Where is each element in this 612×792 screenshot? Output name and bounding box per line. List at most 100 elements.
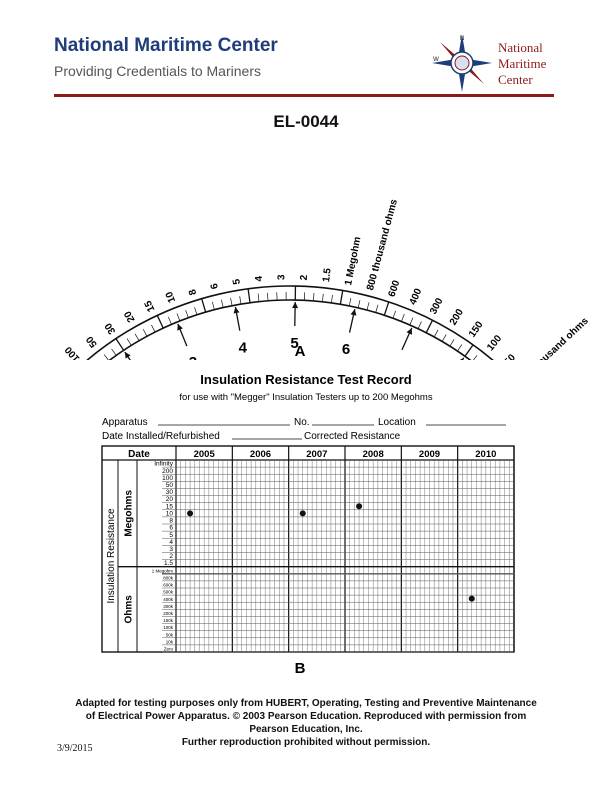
meter-arrowhead bbox=[177, 323, 183, 331]
meter-label: 150 bbox=[467, 319, 486, 339]
scale-row-label: 20 bbox=[166, 496, 174, 503]
scale-row-label: 800k bbox=[163, 575, 174, 580]
field-apparatus: Apparatus bbox=[102, 417, 148, 428]
meter-label: 6 bbox=[209, 282, 221, 290]
scale-row-label: Infinity bbox=[154, 461, 174, 468]
meter-label: 3 bbox=[276, 274, 287, 280]
year-header: 2008 bbox=[363, 449, 384, 460]
meter-tick bbox=[221, 299, 224, 308]
logo-text: National Maritime Center bbox=[498, 40, 546, 88]
meter-tick bbox=[348, 298, 352, 306]
meter-tick bbox=[457, 344, 463, 352]
scale-row-label: Zero bbox=[164, 647, 174, 652]
scale-row-label: 400k bbox=[163, 597, 174, 602]
header-title: National Maritime Center bbox=[54, 35, 278, 56]
scale-row-label: 300k bbox=[163, 604, 174, 609]
meter-tick bbox=[401, 313, 405, 322]
meter-tick bbox=[194, 307, 198, 315]
meter-arrowhead bbox=[350, 309, 357, 316]
scale-row-label: 4 bbox=[169, 539, 173, 546]
date-stamp: 3/9/2015 bbox=[57, 743, 93, 754]
meter-tick bbox=[201, 298, 207, 313]
meter-tick bbox=[168, 316, 172, 325]
svg-text:W: W bbox=[433, 57, 439, 63]
year-header: 2006 bbox=[250, 449, 271, 460]
meter-label: 600 bbox=[387, 279, 403, 299]
compass-rose-seal-icon: N W bbox=[432, 34, 492, 92]
scale-row-label: 6 bbox=[169, 525, 173, 532]
scale-row-label: 5 bbox=[169, 532, 173, 539]
meter-tick bbox=[239, 296, 242, 305]
logo-line-2: Maritime bbox=[498, 56, 547, 71]
footer-attribution: Adapted for testing purposes only from H… bbox=[40, 697, 572, 749]
unit-megohms: Megohms bbox=[124, 490, 135, 537]
meter-label: 200 bbox=[46, 359, 66, 360]
record-subtitle: for use with "Megger" Insulation Testers… bbox=[179, 392, 432, 403]
footer-line-2: of Electrical Power Apparatus. © 2003 Pe… bbox=[85, 711, 527, 722]
meter-arrowhead bbox=[292, 302, 299, 309]
scale-row-label: 2 bbox=[169, 553, 173, 560]
meter-tick bbox=[409, 317, 414, 326]
logo-line-3: Center bbox=[498, 72, 533, 87]
meter-tick bbox=[176, 313, 181, 322]
scale-row-label: 15 bbox=[166, 503, 174, 510]
panel-label-b: B bbox=[295, 660, 306, 677]
scale-row-label: 100k bbox=[163, 625, 174, 630]
meter-label: 15 bbox=[143, 298, 158, 313]
meter-tick bbox=[230, 297, 233, 306]
meter-tick bbox=[111, 348, 117, 356]
meter-tick bbox=[156, 315, 164, 329]
meter-tick bbox=[267, 292, 269, 301]
meter-label: 10 thousand ohms bbox=[519, 315, 591, 360]
meter-tick bbox=[313, 292, 315, 301]
meter-tick bbox=[212, 301, 215, 310]
meter-label: 20 bbox=[122, 309, 137, 324]
meter-label: 5 bbox=[231, 278, 243, 286]
scale-row-label: 30 bbox=[166, 489, 174, 496]
meter-label: 1.5 bbox=[321, 267, 334, 283]
meter-label: 100 bbox=[485, 333, 504, 353]
year-header: 2010 bbox=[475, 449, 496, 460]
logo-line-1: National bbox=[498, 40, 543, 55]
meter-tick bbox=[151, 324, 156, 333]
meter-marker-label: 6 bbox=[342, 341, 350, 358]
scale-row-label: 1 Megohm bbox=[152, 568, 174, 573]
side-label: Insulation Resistance bbox=[106, 508, 117, 603]
year-header: 2009 bbox=[419, 449, 440, 460]
footer-line-1: Adapted for testing purposes only from H… bbox=[75, 698, 537, 709]
meter-marker-label: 3 bbox=[189, 354, 197, 360]
meter-tick bbox=[425, 319, 434, 333]
meter-tick bbox=[247, 288, 251, 303]
meter-tick bbox=[375, 304, 379, 313]
meter-label: 50 bbox=[502, 352, 518, 360]
meter-tick bbox=[392, 310, 397, 319]
record-title: Insulation Resistance Test Record bbox=[200, 372, 411, 387]
meter-arrows bbox=[124, 302, 465, 360]
panel-label-a: A bbox=[295, 343, 306, 360]
record-grid bbox=[101, 445, 515, 653]
meter-label: 8 bbox=[187, 287, 199, 296]
scale-row-label: 10k bbox=[166, 639, 174, 644]
nmc-logo: N W National Maritime Center bbox=[430, 32, 560, 94]
meter-tick bbox=[357, 299, 361, 308]
unit-ohms: Ohms bbox=[124, 595, 135, 624]
meter-arrowhead bbox=[233, 307, 240, 314]
meter-label: 30 bbox=[103, 320, 119, 336]
meter-label: 100 bbox=[63, 344, 83, 360]
year-header: 2007 bbox=[306, 449, 327, 460]
meter-arcs bbox=[86, 285, 494, 360]
meter-marker-label: 7 bbox=[391, 358, 399, 360]
meter-tick bbox=[126, 338, 132, 346]
scale-row-label: 50k bbox=[166, 632, 174, 637]
meter-label: 1 Megohm bbox=[343, 236, 363, 287]
meter-label: 50 bbox=[84, 333, 100, 349]
field-no: No. bbox=[294, 417, 310, 428]
meter-tick bbox=[134, 333, 140, 341]
scale-row-label: 100 bbox=[162, 475, 173, 482]
meter-tick bbox=[322, 293, 324, 302]
scale-row-label: 8 bbox=[169, 518, 173, 525]
scale-row-label: 3 bbox=[169, 546, 173, 553]
header-rule bbox=[54, 94, 554, 97]
meter-arrowhead bbox=[406, 327, 413, 335]
